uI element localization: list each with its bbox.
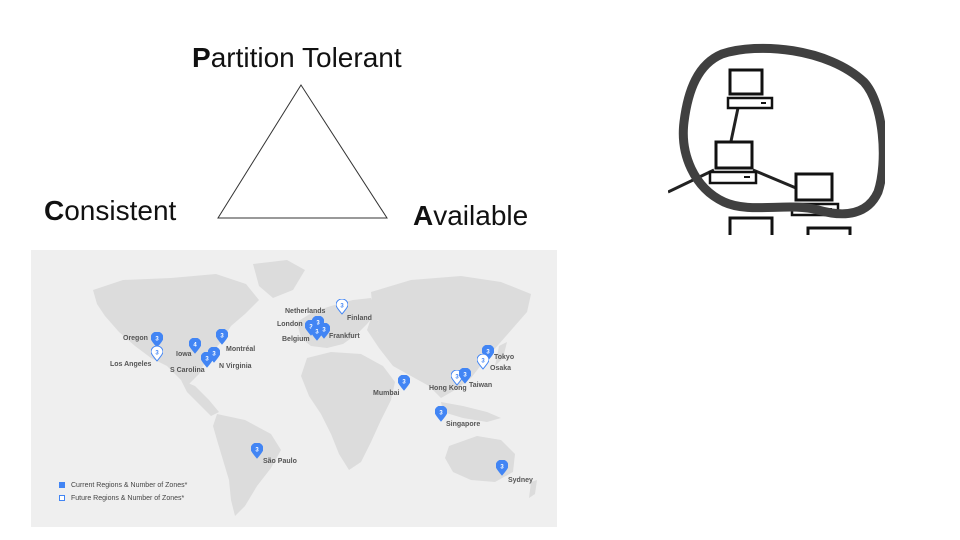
label-rest: artition Tolerant [210, 42, 402, 73]
zone-count: 3 [500, 465, 504, 471]
zone-count: 3 [322, 328, 326, 334]
city-label-belgium: Belgium [282, 336, 310, 343]
region-map: 3 3 4 3 3 3 3 3 3 3 3 3 3 3 3 3 3 3 3 Or… [31, 250, 557, 527]
city-label-los-angeles: Los Angeles [110, 361, 152, 368]
pin-oregon[interactable]: 3 [151, 332, 163, 348]
label-initial: C [44, 195, 65, 226]
city-label-hong-kong: Hong Kong [429, 385, 467, 392]
zone-count: 3 [316, 321, 320, 327]
city-label-singapore: Singapore [446, 421, 481, 428]
partition-boundary [678, 43, 885, 219]
city-label-iowa: Iowa [176, 351, 192, 358]
zone-count: 3 [212, 352, 216, 358]
legend-current-label: Current Regions & Number of Zones* [71, 482, 188, 489]
zone-count: 3 [439, 411, 443, 417]
label-partition-tolerant: Partition Tolerant [192, 42, 402, 74]
zone-count: 3 [463, 373, 467, 379]
zone-count: 3 [486, 350, 490, 356]
legend-future: Future Regions & Number of Zones* [59, 495, 184, 503]
city-label-sao-paulo: São Paulo [263, 458, 297, 465]
label-rest: vailable [433, 200, 529, 231]
label-initial: P [192, 42, 211, 73]
pin-osaka[interactable]: 3 [477, 354, 489, 370]
pin-montreal[interactable]: 3 [216, 329, 228, 345]
zone-count: 3 [402, 380, 406, 386]
city-label-montreal: Montréal [226, 346, 256, 353]
zone-count: 3 [155, 337, 159, 343]
city-label-sydney: Sydney [508, 477, 533, 484]
city-label-london: London [277, 321, 303, 328]
zone-count: 3 [340, 304, 344, 310]
city-label-netherlands: Netherlands [285, 308, 326, 315]
zone-count: 3 [315, 330, 319, 336]
zone-count: 3 [220, 334, 224, 340]
city-label-taiwan: Taiwan [469, 382, 493, 389]
city-label-n-virginia: N Virginia [219, 363, 252, 370]
legend-current-swatch [59, 482, 65, 488]
pin-los-angeles[interactable]: 3 [151, 346, 163, 362]
pin-singapore[interactable]: 3 [435, 406, 447, 422]
zone-count: 3 [205, 357, 209, 363]
legend-future-swatch [59, 495, 65, 501]
computer-icon [708, 140, 758, 185]
pin-sao-paulo[interactable]: 3 [251, 443, 263, 459]
network-link [668, 168, 715, 194]
pin-iowa[interactable]: 4 [189, 338, 201, 354]
city-label-mumbai: Mumbai [373, 390, 400, 397]
city-label-osaka: Osaka [490, 365, 512, 372]
zone-count: 3 [455, 375, 459, 381]
city-label-frankfurt: Frankfurt [329, 333, 360, 340]
pin-sydney[interactable]: 3 [496, 460, 508, 476]
pin-finland[interactable]: 3 [336, 299, 348, 315]
legend-future-label: Future Regions & Number of Zones* [71, 495, 185, 502]
label-consistent: Consistent [44, 195, 176, 227]
city-label-s-carolina: S Carolina [170, 367, 205, 374]
network-link [728, 107, 740, 147]
pin-mumbai[interactable]: 3 [398, 375, 410, 391]
computer-icon [806, 226, 852, 235]
city-label-tokyo: Tokyo [494, 354, 515, 361]
computer-icon [726, 68, 774, 110]
zone-count: 3 [481, 359, 485, 365]
network-link [752, 168, 797, 190]
zone-count: 3 [255, 448, 259, 454]
label-available: Available [413, 200, 528, 232]
legend-current: Current Regions & Number of Zones* [59, 482, 187, 490]
pin-taiwan[interactable]: 3 [459, 368, 471, 384]
zone-count: 3 [155, 351, 159, 357]
zone-count: 4 [193, 343, 197, 349]
city-label-finland: Finland [347, 315, 372, 322]
zone-count: 3 [309, 325, 313, 331]
world-map-landmass [93, 260, 537, 516]
network-partition-diagram [668, 43, 885, 235]
pin-n-virginia[interactable]: 3 [208, 347, 220, 363]
city-label-oregon: Oregon [123, 335, 148, 342]
cap-triangle [217, 84, 388, 219]
label-rest: onsistent [64, 195, 177, 226]
computer-icon [728, 216, 774, 235]
pin-frankfurt[interactable]: 3 [318, 323, 330, 339]
label-initial: A [413, 200, 434, 231]
